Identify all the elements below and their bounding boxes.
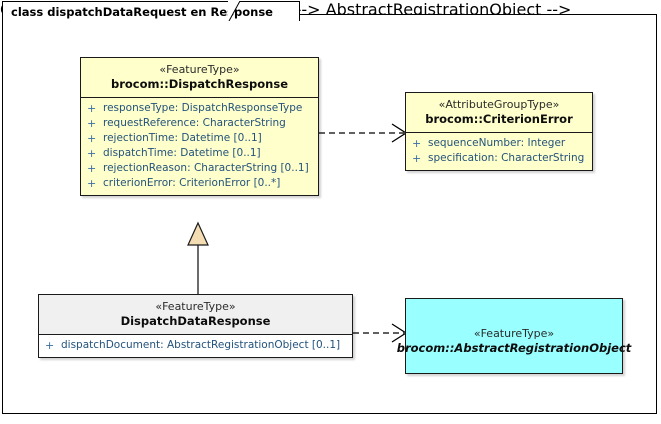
diagram-title-tab-notch [228,1,248,21]
class-header-abstractregistrationobject: «FeatureType» brocom::AbstractRegistrati… [397,299,632,384]
class-attributes-dispatchdataresponse: + dispatchDocument: AbstractRegistration… [39,334,352,358]
attribute-visibility: + [45,339,55,353]
attribute-text: dispatchTime: Datetime [0..1] [103,147,261,160]
class-name: brocom::AbstractRegistrationObject [396,340,632,355]
attribute-text: sequenceNumber: Integer [428,137,566,150]
class-attributes-dispatchresponse: + responseType: DispatchResponseType + r… [81,97,318,196]
class-box-dispatchresponse[interactable]: «FeatureType» brocom::DispatchResponse +… [80,57,319,197]
attribute-text: criterionError: CriterionError [0..*] [103,177,281,190]
attribute-row[interactable]: + specification: CharacterString [406,151,592,166]
attribute-visibility: + [87,147,97,161]
class-stereotype: «FeatureType» [159,63,240,76]
class-name: DispatchDataResponse [120,313,271,328]
attribute-row[interactable]: + responseType: DispatchResponseType [81,101,318,116]
attribute-text: rejectionTime: Datetime [0..1] [103,132,262,145]
attribute-visibility: + [87,102,97,116]
class-name: brocom::CriterionError [425,111,573,126]
attribute-visibility: + [87,117,97,131]
class-name: brocom::DispatchResponse [111,76,288,91]
class-header-dispatchresponse: «FeatureType» brocom::DispatchResponse [81,58,318,97]
attribute-row[interactable]: + rejectionReason: CharacterString [0..1… [81,161,318,176]
attribute-text: dispatchDocument: AbstractRegistrationOb… [61,339,341,352]
class-stereotype: «AttributeGroupType» [438,98,560,111]
attribute-visibility: + [412,152,422,166]
class-box-criterionerror[interactable]: «AttributeGroupType» brocom::CriterionEr… [405,92,593,172]
attribute-row[interactable]: + dispatchDocument: AbstractRegistration… [39,338,352,353]
class-stereotype: «FeatureType» [473,326,555,340]
attribute-row[interactable]: + dispatchTime: Datetime [0..1] [81,146,318,161]
attribute-row[interactable]: + criterionError: CriterionError [0..*] [81,176,318,191]
attribute-visibility: + [87,177,97,191]
connector-generalization-dispatchresponse[interactable] [182,221,214,297]
attribute-visibility: + [412,137,422,151]
diagram-title: class dispatchDataRequest en Response [11,4,273,19]
class-box-abstractregistrationobject[interactable]: «FeatureType» brocom::AbstractRegistrati… [397,298,631,374]
attribute-row[interactable]: + sequenceNumber: Integer [406,136,592,151]
class-box-dispatchdataresponse[interactable]: «FeatureType» DispatchDataResponse + dis… [38,294,353,359]
attribute-text: specification: CharacterString [428,152,585,165]
attribute-visibility: + [87,162,97,176]
connector-dependency-criterionerror[interactable] [318,118,410,150]
attribute-text: rejectionReason: CharacterString [0..1] [103,162,309,175]
attribute-text: responseType: DispatchResponseType [103,102,303,115]
attribute-row[interactable]: + requestReference: CharacterString [81,116,318,131]
attribute-text: requestReference: CharacterString [103,117,286,130]
attribute-visibility: + [87,132,97,146]
class-header-criterionerror: «AttributeGroupType» brocom::CriterionEr… [406,93,592,132]
diagram-title-tab: class dispatchDataRequest en Response [2,1,300,21]
class-stereotype: «FeatureType» [155,300,236,313]
class-header-dispatchdataresponse: «FeatureType» DispatchDataResponse [39,295,352,335]
attribute-row[interactable]: + rejectionTime: Datetime [0..1] [81,131,318,146]
class-attributes-criterionerror: + sequenceNumber: Integer + specificatio… [406,132,592,171]
